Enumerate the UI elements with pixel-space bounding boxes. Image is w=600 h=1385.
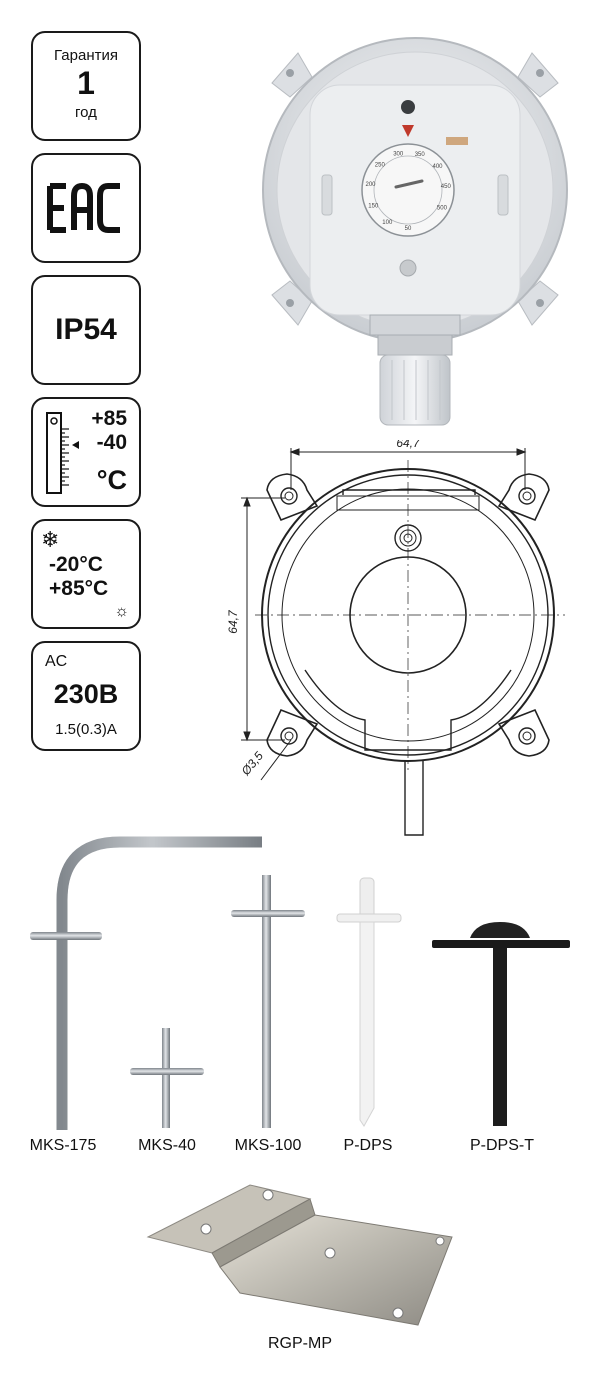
dial-tick-labels: 50 100 150 200 250 300 350 400 450 500 [365,151,451,232]
hole-dimension: Ø3,5 [238,749,266,779]
temperature-badge: +85 -40 °C [31,397,141,507]
dial-tick-label: 500 [437,205,448,211]
p-dps-t-probe [432,922,570,1126]
temp-unit: °C [96,465,127,495]
ambient-hot: +85°C [49,577,109,600]
dial-tick-label: 100 [382,220,393,226]
snowflake-icon: ❄ [41,527,60,552]
height-dimension: 64,7 [226,609,240,634]
dial-tick-label: 50 [405,226,412,232]
accessory-label-mks-175: MKS-175 [29,1137,97,1154]
dial-tick-label: 150 [368,204,379,210]
ip-badge: IP54 [31,275,141,385]
warranty-value: 1 [77,65,95,101]
ip-rating: IP54 [55,313,117,346]
warranty-unit: год [75,104,97,121]
pressure-switch-photo: 50 100 150 200 250 300 350 400 450 500 [262,37,568,426]
eac-logo [47,182,120,233]
dial-tick-label: 450 [441,184,452,190]
power-type: AC [45,653,68,670]
dial-tick-label: 400 [432,164,443,170]
warranty-label: Гарантия [54,47,118,64]
mks-40-tube [130,1028,204,1128]
accessory-label-p-dps-t: P-DPS-T [470,1137,534,1154]
accessory-label-mks-40: MKS-40 [138,1137,196,1154]
technical-drawing: 64,7 64,7 Ø3,5 [226,440,565,836]
bracket-label: RGP-MP [268,1335,332,1352]
accessory-label-mks-100: MKS-100 [234,1137,302,1154]
dial-tick-label: 250 [375,163,386,169]
thermometer-scale-icon [46,412,79,494]
power-current: 1.5(0.3)A [55,721,117,738]
dial-tick-label: 300 [393,151,404,157]
mounting-bracket-photo [146,1184,453,1326]
accessories-photo [30,836,570,1130]
ambient-badge: ❄ -20°C +85°C ☼ [31,519,141,629]
eac-badge [31,153,141,263]
mks-175-tube [30,836,262,1130]
accessory-label-p-dps: P-DPS [343,1137,393,1154]
p-dps-probe [336,877,402,1127]
ambient-cold: -20°C [49,553,103,576]
temp-min: -40 [96,431,127,454]
width-dimension: 64,7 [396,440,421,450]
sun-icon: ☼ [114,603,129,620]
dial-tick-label: 200 [365,182,376,188]
warranty-badge: Гарантия 1 год [31,31,141,141]
temp-max: +85 [91,407,127,430]
dial-tick-label: 350 [415,152,426,158]
power-voltage: 230В [53,679,119,709]
power-badge: AC 230В 1.5(0.3)A [31,641,141,751]
mks-100-tube [231,875,305,1128]
